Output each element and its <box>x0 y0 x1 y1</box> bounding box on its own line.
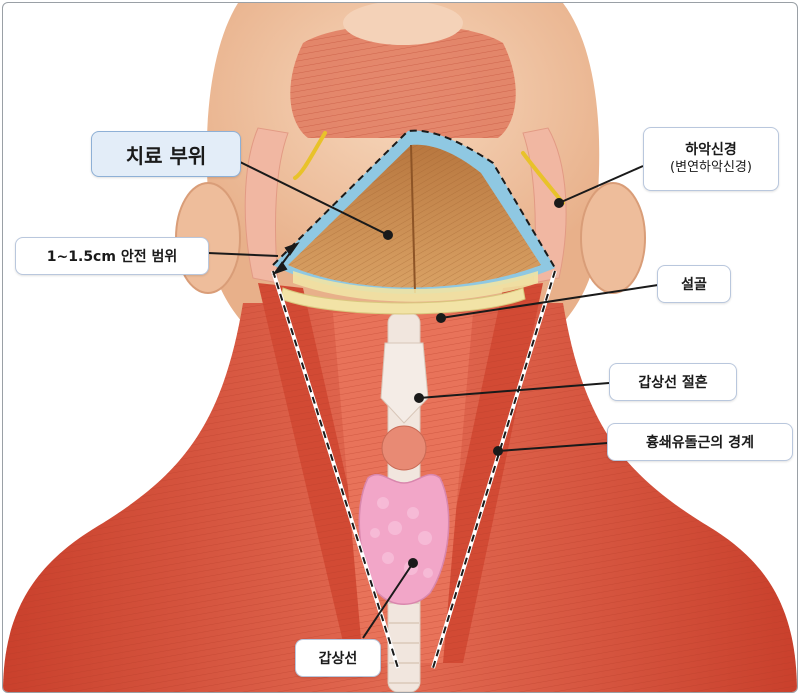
right-ear <box>580 182 646 294</box>
treatment-fat-lower <box>293 271 538 302</box>
hyoid-bone <box>280 287 526 315</box>
left-mandibular-nerve <box>293 131 327 180</box>
safety-margin-arrow <box>272 241 300 276</box>
treatment-dashed-boundary <box>272 129 556 269</box>
label-thyroid-text: 갑상선 <box>318 651 358 667</box>
label-hyoid: 설골 <box>657 265 731 303</box>
label-thyroid: 갑상선 <box>295 639 381 677</box>
cricothyroid <box>381 425 427 471</box>
neck-anatomy-illustration <box>3 3 797 692</box>
label-scm-border-text: 흉쇄유돌근의 경계 <box>646 435 754 451</box>
label-treatment-area-text: 치료 부위 <box>125 143 207 168</box>
thyroid-cartilage <box>380 342 429 424</box>
label-safety-margin: 1~1.5cm 안전 범위 <box>15 237 209 275</box>
leader-lines <box>207 160 659 639</box>
label-scm-border: 흉쇄유돌근의 경계 <box>607 423 793 461</box>
treatment-midline <box>410 144 416 294</box>
label-safety-margin-text: 1~1.5cm 안전 범위 <box>46 249 178 265</box>
label-mandibular-nerve-text: 하악신경 <box>685 142 737 159</box>
label-treatment-area: 치료 부위 <box>91 131 241 177</box>
label-hyoid-text: 설골 <box>681 277 707 293</box>
chin <box>343 3 463 45</box>
label-mandibular-nerve-sub: (변연하악신경) <box>670 159 752 175</box>
label-mandibular-nerve: 하악신경 (변연하악신경) <box>643 127 779 191</box>
label-thyroid-notch: 갑상선 절흔 <box>609 363 737 401</box>
label-thyroid-notch-text: 갑상선 절흔 <box>638 375 708 391</box>
